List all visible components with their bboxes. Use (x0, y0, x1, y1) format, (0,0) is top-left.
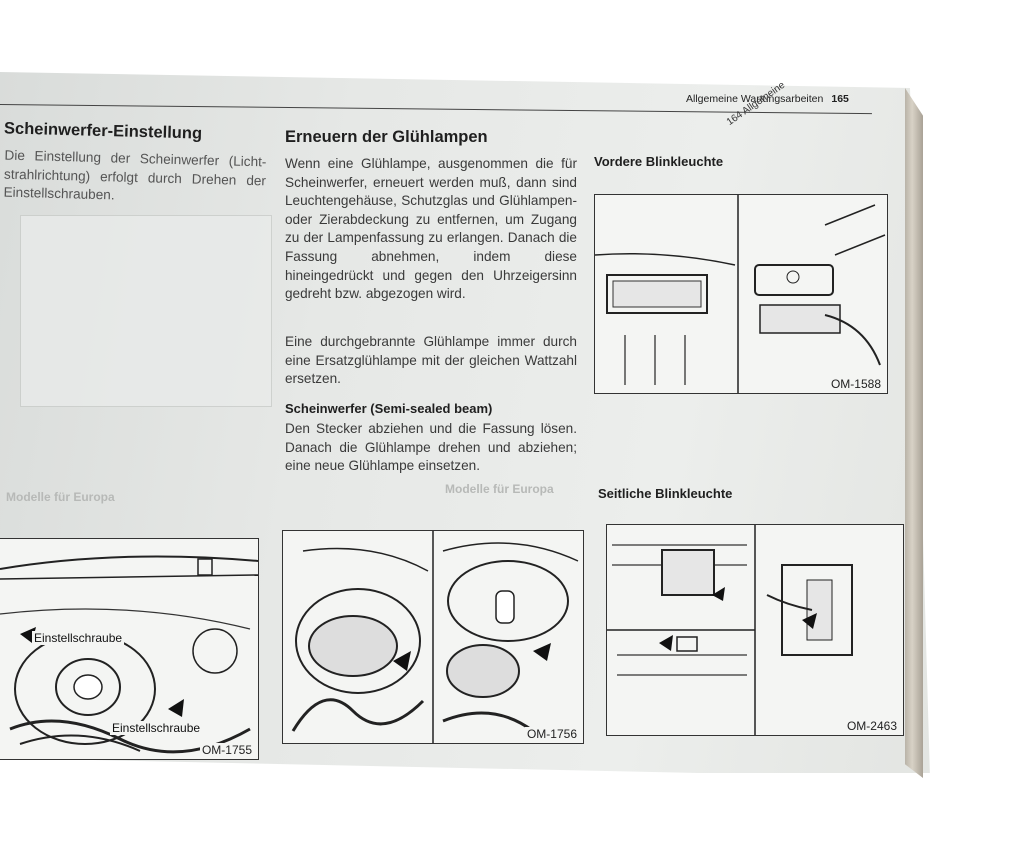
right-subtitle-side-indicator: Seitliche Blinkleuchte (598, 486, 733, 501)
faded-show-through-figure (20, 215, 272, 407)
running-head-section: Allgemeine Wartungsarbeiten (686, 93, 824, 105)
callout-adjust-screw-bottom: Einstellschraube (110, 721, 203, 735)
figure-headlight-adjustment: Einstellschraube Einstellschraube OM-175… (0, 538, 259, 760)
middle-subtitle: Scheinwerfer (Semi-sealed beam) (285, 401, 493, 416)
page-edge (905, 88, 923, 778)
running-head: Allgemeine Wartungsarbeiten 165 (686, 93, 849, 105)
figure-code-om1756: OM-1756 (524, 727, 579, 741)
figure-side-indicator: OM-2463 (606, 524, 904, 736)
side-indicator-drawing (607, 525, 853, 735)
figure-bulb-replacement: OM-1756 (282, 530, 584, 744)
middle-paragraph-1: Wenn eine Glühlampe, ausgenommen die für… (285, 156, 577, 302)
left-paragraph: Die Einstellung der Scheinwerfer (Licht-… (3, 147, 267, 203)
right-subtitle-front-indicator: Vordere Blinkleuchte (594, 154, 724, 169)
callout-adjust-screw-top: Einstellschraube (32, 631, 125, 645)
front-indicator-drawing (595, 195, 886, 393)
figure-code-om2463: OM-2463 (844, 719, 899, 733)
bulb-replacement-drawing (291, 531, 579, 743)
figure-front-indicator: OM-1588 (594, 194, 888, 394)
middle-title: Erneuern der Glühlampen (285, 128, 488, 146)
show-through-text-left: Modelle für Europa (6, 490, 115, 504)
page-number: 165 (831, 93, 849, 105)
figure-code-om1755: OM-1755 (199, 743, 254, 757)
middle-paragraph-3: Den Stecker abziehen und die Fassung lös… (285, 421, 577, 474)
middle-paragraph-2: Eine durchgebrannte Glühlampe immer durc… (285, 334, 577, 387)
show-through-text-middle: Modelle für Europa (445, 482, 554, 496)
figure-code-om1588: OM-1588 (828, 377, 883, 391)
